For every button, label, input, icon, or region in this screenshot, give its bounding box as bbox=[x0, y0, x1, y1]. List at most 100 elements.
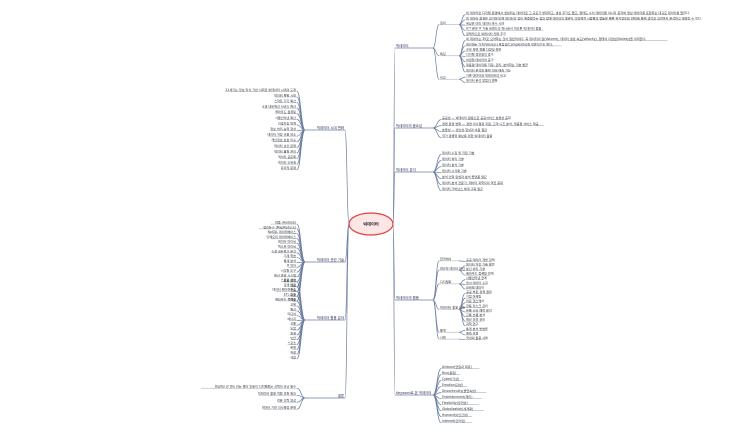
item-text[interactable]: 스트림 처리 bbox=[281, 277, 296, 282]
group-label[interactable]: 정의 bbox=[440, 20, 446, 25]
item-text[interactable]: 검색 엔진 bbox=[284, 282, 297, 287]
item-text[interactable]: 통계 분석 bbox=[284, 258, 297, 263]
item-text[interactable]: 데이터 표준화 bbox=[278, 154, 296, 159]
item-text[interactable]: 환경 bbox=[290, 330, 296, 335]
item-text[interactable]: 문화 bbox=[290, 345, 296, 350]
item-text[interactable]: 공공성 — 빅데이터 활용으로 공공서비스 효율성 증대 bbox=[442, 115, 511, 120]
item-text[interactable]: 비정형 데이터의 증가 bbox=[466, 57, 494, 62]
item-text[interactable]: 데이터 마이닝 bbox=[278, 239, 296, 244]
item-text[interactable]: 하둡 (Hadoop) bbox=[275, 219, 296, 224]
item-text[interactable]: 데이터 품질 관리 bbox=[274, 148, 296, 153]
item-text[interactable]: 제조 bbox=[290, 297, 296, 302]
group-label[interactable]: 통계 bbox=[440, 327, 446, 332]
item-text[interactable]: Internet(인터넷) bbox=[442, 418, 465, 423]
item-text[interactable]: Emotion(감성) bbox=[442, 382, 463, 387]
item-text[interactable]: 의료 bbox=[290, 282, 296, 287]
item-text[interactable]: 세상은 이미 데이터 홍수 시대 bbox=[466, 21, 504, 26]
item-text[interactable]: 관광 bbox=[290, 349, 296, 354]
item-text[interactable]: 보안 bbox=[290, 335, 296, 340]
item-text[interactable]: 텍스트 마이닝 bbox=[278, 243, 296, 248]
item-text[interactable]: 빅 데이터 환경은 과거에 비해 데이터의 양이 폭증했다는 점과 함께 데이터… bbox=[466, 15, 702, 20]
item-text[interactable]: 데이터 저장 기술 발전 bbox=[466, 261, 495, 266]
item-text[interactable]: 인메모리 데이터베이스 bbox=[267, 234, 297, 239]
item-text[interactable]: 데이터 처리 기술 bbox=[442, 156, 464, 161]
item-text[interactable]: 디지털 정보량의 증가 bbox=[466, 52, 494, 57]
item-text[interactable]: 규모 측면 볼륨 다양성 측면 bbox=[466, 47, 501, 52]
item-text[interactable]: Digital or Die 라는 말이 있듯이 디지털화는 선택이 아닌 필수 bbox=[215, 384, 296, 389]
item-text[interactable]: 교통 bbox=[290, 321, 296, 326]
item-text[interactable]: 클라우드 플랫폼 bbox=[275, 296, 296, 301]
item-text[interactable]: 교육 bbox=[290, 302, 296, 306]
item-text[interactable]: 데이터 소유권 bbox=[278, 160, 296, 165]
item-text[interactable]: 정보 처리 능력 향상 bbox=[270, 126, 296, 131]
item-text[interactable]: 공공 행정 bbox=[284, 277, 297, 282]
item-text[interactable]: 통계 분석 방법론 bbox=[466, 326, 488, 331]
branch-label[interactable]: 빅데이터 분석 bbox=[396, 167, 416, 172]
item-text[interactable]: ETL 도구 bbox=[284, 292, 296, 296]
item-text[interactable]: 개인정보 보호 이슈 bbox=[271, 137, 296, 142]
item-text[interactable]: Globalization(세계화) bbox=[442, 406, 473, 411]
item-text[interactable]: 교통 흐름 분석 bbox=[466, 312, 485, 317]
item-text[interactable]: 데이터 분석 기술 bbox=[442, 162, 464, 167]
item-text[interactable]: 데이터 폭발 시대 bbox=[274, 92, 296, 97]
item-text[interactable]: 농업 bbox=[290, 325, 296, 330]
item-text[interactable]: Entertainment(재미) bbox=[442, 394, 472, 399]
item-text[interactable]: 기업 마케팅 bbox=[466, 294, 481, 299]
item-text[interactable]: 빅 데이터는 3V로 요약하는 것이 일반적이다. 즉 데이터의 양(Volum… bbox=[466, 36, 646, 41]
item-text[interactable]: 전문 인력 양성 bbox=[277, 398, 296, 403]
item-text[interactable]: 과학 연구 bbox=[466, 321, 479, 326]
item-text[interactable]: 재난 안전 관리 bbox=[466, 317, 485, 322]
item-text[interactable]: 데이터 시각화 기술 bbox=[442, 168, 467, 173]
item-text[interactable]: 효율성 — 생산성 향상과 비용 절감 bbox=[442, 127, 487, 132]
item-text[interactable]: 시각화 도구 bbox=[281, 267, 296, 272]
item-text[interactable]: 분산 파일 시스템 bbox=[274, 272, 296, 277]
item-text[interactable]: 기계 학습 bbox=[284, 253, 297, 258]
item-text[interactable]: 데이터 수집 및 저장 기술 bbox=[442, 150, 475, 155]
item-text[interactable]: R 언어 bbox=[287, 263, 296, 268]
branch-label[interactable]: Keyword로 본 빅데이터 bbox=[396, 390, 431, 395]
item-text[interactable]: 미디어 bbox=[287, 311, 296, 316]
item-text[interactable]: 데이터 보안 문제 bbox=[274, 143, 296, 148]
branch-label[interactable]: 빅데이터 활용 분야 bbox=[317, 315, 344, 320]
item-text[interactable]: 데이터 웨어하우스 bbox=[272, 287, 296, 292]
item-text[interactable]: 데이터 분석 방법의 변화 bbox=[466, 78, 498, 83]
item-text[interactable]: 데이터 기반 의사결정 문화 bbox=[262, 405, 296, 410]
item-text[interactable]: 스포츠 bbox=[287, 341, 296, 345]
item-text[interactable]: 분석 인력 양성과 분석 플랫폼 필요 bbox=[442, 174, 487, 179]
group-label[interactable]: 한국에서 bbox=[440, 256, 452, 261]
item-text[interactable]: 유통 bbox=[290, 292, 296, 297]
item-text[interactable]: 국내외 활용 사례 bbox=[466, 335, 488, 340]
central-topic[interactable]: 빅데이터 bbox=[348, 212, 394, 236]
item-text[interactable]: 사물인터넷 연계 bbox=[466, 275, 487, 280]
item-text[interactable]: 21세기는 정보·지식 기반 사회로 빅데이터 시대의 도래 bbox=[225, 87, 296, 92]
branch-label[interactable]: 빅데이터의 중요성 bbox=[396, 123, 422, 128]
item-text[interactable]: 경영 환경 변화 — 경영 의사결정 지원, 고객 니즈 분석, 맞춤형 서비스… bbox=[442, 121, 539, 126]
item-text[interactable]: 스마트 기기 확산 bbox=[274, 98, 296, 103]
item-text[interactable]: 센서 데이터 수집 bbox=[466, 280, 488, 285]
item-text[interactable]: Cyber(가상) bbox=[442, 376, 459, 381]
item-text[interactable]: 정책적으로 빅데이터 전략 추진 bbox=[466, 31, 506, 36]
item-text[interactable]: 의료 헬스케어 bbox=[466, 298, 484, 303]
item-text[interactable]: Humanity(인간성) bbox=[442, 412, 468, 417]
item-text[interactable]: 모바일 데이터 bbox=[466, 284, 484, 289]
item-text[interactable]: 통신 bbox=[290, 306, 296, 311]
item-text[interactable]: 윤리적 문제 bbox=[281, 165, 296, 170]
group-label[interactable]: 대규모 데이터 처리 bbox=[440, 265, 465, 270]
item-text[interactable]: 분산 처리 기술 bbox=[466, 266, 485, 271]
item-text[interactable]: 최근에는 가치(Value)나 복잡성(Complexity)을 덧붙이기도 한… bbox=[466, 41, 553, 46]
group-label[interactable]: 디지털화 bbox=[440, 279, 452, 284]
item-text[interactable]: Flexibility(유연성) bbox=[442, 400, 468, 405]
item-text[interactable]: 에너지 bbox=[287, 316, 296, 321]
group-label[interactable]: 특징 bbox=[440, 51, 446, 56]
item-text[interactable]: 기존 데이터와 빅데이터의 비교 bbox=[466, 73, 506, 78]
item-text[interactable]: 데이터 거버넌스 체계 구축 필요 bbox=[442, 186, 483, 191]
item-text[interactable]: 국가 경쟁력 확보를 위한 빅데이터 활용 bbox=[442, 133, 493, 138]
item-text[interactable]: 데이터 분석을 통한 미래 예측 가능 bbox=[466, 67, 511, 72]
item-text[interactable]: 대용량 데이터를 저장, 관리, 분석하는 기술 발전 bbox=[466, 62, 528, 67]
item-text[interactable]: Blur(융합) bbox=[442, 370, 456, 375]
branch-label[interactable]: 결론 bbox=[338, 393, 344, 398]
item-text[interactable]: 데이터 저장 비용 감소 bbox=[267, 132, 296, 137]
branch-label[interactable]: 빅데이터 시대 변화 bbox=[317, 125, 344, 130]
group-label[interactable]: 빅데이터 활용 사례 bbox=[440, 304, 465, 309]
item-text[interactable]: 클라우드 컴퓨팅 연계 bbox=[466, 271, 494, 276]
